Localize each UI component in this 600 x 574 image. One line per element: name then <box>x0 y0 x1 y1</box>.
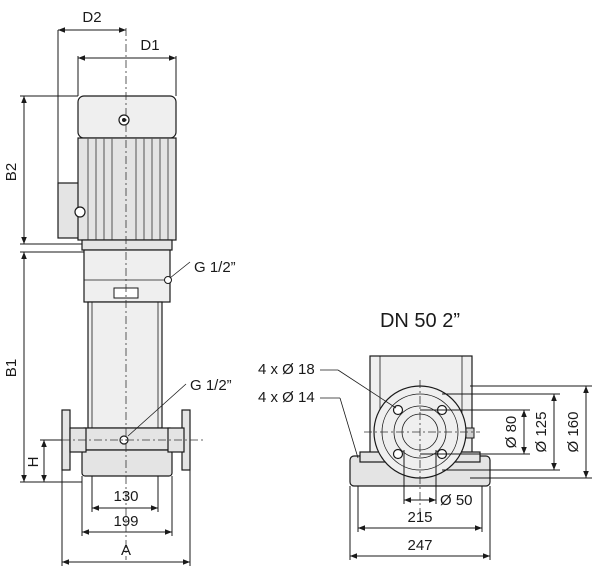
terminal-screw-icon <box>74 206 86 218</box>
dim-d1-label: D1 <box>140 37 159 54</box>
bolt-hole-icon <box>392 448 404 460</box>
dia-80-label: Ø 80 <box>503 416 520 449</box>
dim-d2-label: D2 <box>82 9 101 26</box>
motor-flange <box>81 239 173 251</box>
port-upper-label: G 1/2” <box>194 259 236 276</box>
dim-b2-label: B2 <box>3 163 20 181</box>
dim-b1-label: B1 <box>3 359 20 377</box>
dim-215-label: 215 <box>407 509 432 526</box>
dim-a-label: A <box>121 542 131 559</box>
pump-sleeve <box>87 301 163 429</box>
flange-title: DN 50 2” <box>380 310 460 332</box>
dim-247-label: 247 <box>407 537 432 554</box>
pump-base <box>81 449 173 477</box>
upper-vent-port-icon <box>164 276 172 284</box>
holes-18-label: 4 x Ø 18 <box>258 361 315 378</box>
holes-14-label: 4 x Ø 14 <box>258 389 315 406</box>
dia-50-label: Ø 50 <box>440 492 473 509</box>
motor-fins <box>87 138 169 240</box>
flange-view: DN 50 2” 4 x Ø 18 4 x Ø 14 <box>258 310 592 560</box>
port-lower-label: G 1/2” <box>190 377 232 394</box>
side-plug-icon <box>465 427 475 439</box>
dim-h-label: H <box>25 457 42 468</box>
front-view: D2 D1 B2 B1 H 130 199 A <box>3 9 236 566</box>
dim-199-label: 199 <box>113 513 138 530</box>
top-bolt-center-icon <box>122 118 126 122</box>
dia-160-label: Ø 160 <box>565 412 582 453</box>
dia-125-label: Ø 125 <box>533 412 550 453</box>
motor-body <box>77 137 177 241</box>
dim-130-label: 130 <box>113 488 138 505</box>
